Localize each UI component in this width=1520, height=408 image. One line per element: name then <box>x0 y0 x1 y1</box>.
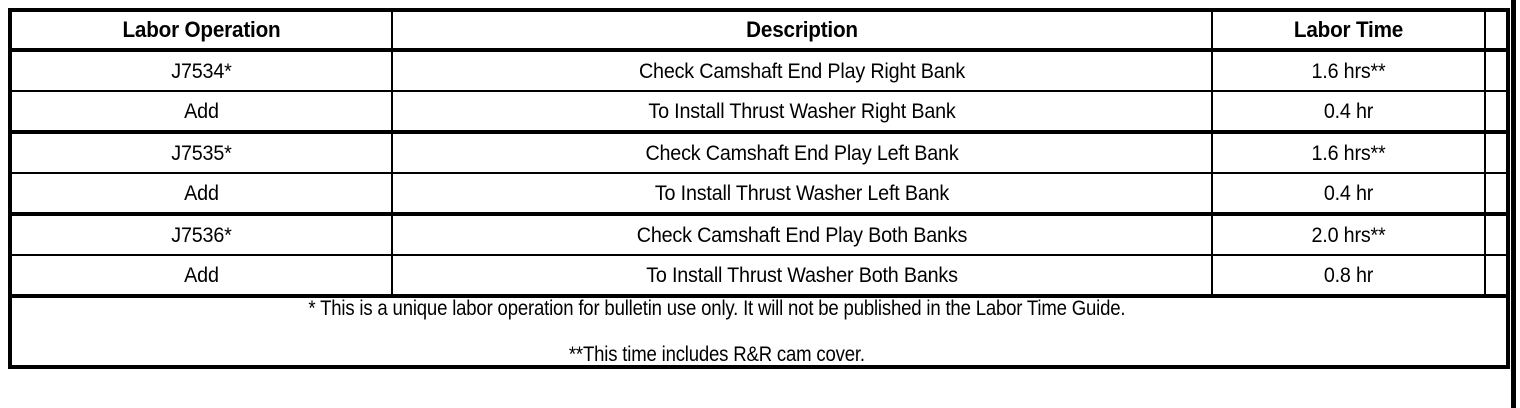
cell-spacer <box>1485 173 1508 216</box>
cell-labor-time: 0.4 hr <box>1220 173 1478 216</box>
cell-labor-operation: J7536* <box>21 214 382 256</box>
cell-labor-operation: J7534* <box>21 50 382 92</box>
footnotes-row: * This is a unique labor operation for b… <box>10 296 1508 367</box>
table-row: J7535* Check Camshaft End Play Left Bank… <box>10 132 1508 174</box>
page-edge-rule <box>1511 0 1516 408</box>
footnote-double-asterisk: **This time includes R&R cam cover. <box>568 343 865 366</box>
cell-labor-operation: Add <box>21 173 382 216</box>
cell-description: To Install Thrust Washer Both Banks <box>416 255 1189 298</box>
column-header-description: Description <box>416 10 1189 52</box>
cell-labor-time: 2.0 hrs** <box>1220 214 1478 256</box>
cell-labor-operation: Add <box>21 255 382 298</box>
cell-labor-time: 1.6 hrs** <box>1220 50 1478 92</box>
cell-description: To Install Thrust Washer Right Bank <box>416 91 1189 134</box>
labor-operations-table: Labor Operation Description Labor Time J… <box>8 8 1510 369</box>
cell-spacer <box>1485 255 1508 298</box>
table-body: J7534* Check Camshaft End Play Right Ban… <box>10 50 1508 367</box>
cell-spacer <box>1485 132 1508 174</box>
cell-labor-operation: Add <box>21 91 382 134</box>
footnotes-cell: * This is a unique labor operation for b… <box>54 296 1464 367</box>
cell-description: To Install Thrust Washer Left Bank <box>416 173 1189 216</box>
cell-labor-time: 0.8 hr <box>1220 255 1478 298</box>
cell-spacer <box>1485 214 1508 256</box>
table-row: Add To Install Thrust Washer Both Banks … <box>10 255 1508 298</box>
column-header-labor-operation: Labor Operation <box>21 10 382 52</box>
table-row: Add To Install Thrust Washer Right Bank … <box>10 91 1508 134</box>
table-row: Add To Install Thrust Washer Left Bank 0… <box>10 173 1508 216</box>
cell-spacer <box>1485 91 1508 134</box>
cell-description: Check Camshaft End Play Both Banks <box>416 214 1189 256</box>
cell-labor-operation: J7535* <box>21 132 382 174</box>
table-row: J7534* Check Camshaft End Play Right Ban… <box>10 50 1508 92</box>
table-row: J7536* Check Camshaft End Play Both Bank… <box>10 214 1508 256</box>
cell-spacer <box>1485 50 1508 92</box>
column-header-labor-time: Labor Time <box>1220 10 1478 52</box>
column-header-spacer <box>1485 10 1508 52</box>
cell-description: Check Camshaft End Play Right Bank <box>416 50 1189 92</box>
cell-labor-time: 0.4 hr <box>1220 91 1478 134</box>
cell-labor-time: 1.6 hrs** <box>1220 132 1478 174</box>
footnote-single-asterisk: * This is a unique labor operation for b… <box>308 297 1126 320</box>
footnote-spacer <box>57 319 1461 344</box>
cell-description: Check Camshaft End Play Left Bank <box>416 132 1189 174</box>
table-header: Labor Operation Description Labor Time <box>10 10 1508 52</box>
table-header-row: Labor Operation Description Labor Time <box>10 10 1508 52</box>
